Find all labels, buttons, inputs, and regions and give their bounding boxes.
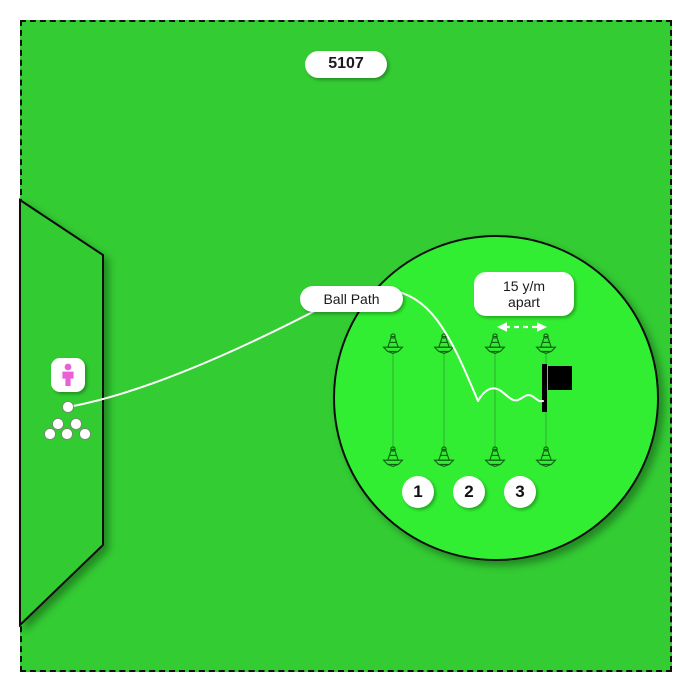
player-marker[interactable] — [51, 358, 85, 392]
person-icon — [62, 363, 74, 386]
station-badge-3[interactable]: 3 — [504, 476, 536, 508]
station-badge-2[interactable]: 2 — [453, 476, 485, 508]
field-background — [20, 20, 672, 672]
ball-path-label: Ball Path — [300, 286, 403, 312]
station-badge-1[interactable]: 1 — [402, 476, 434, 508]
page-title: 5107 — [305, 51, 387, 78]
spacing-label: 15 y/m apart — [474, 272, 574, 316]
